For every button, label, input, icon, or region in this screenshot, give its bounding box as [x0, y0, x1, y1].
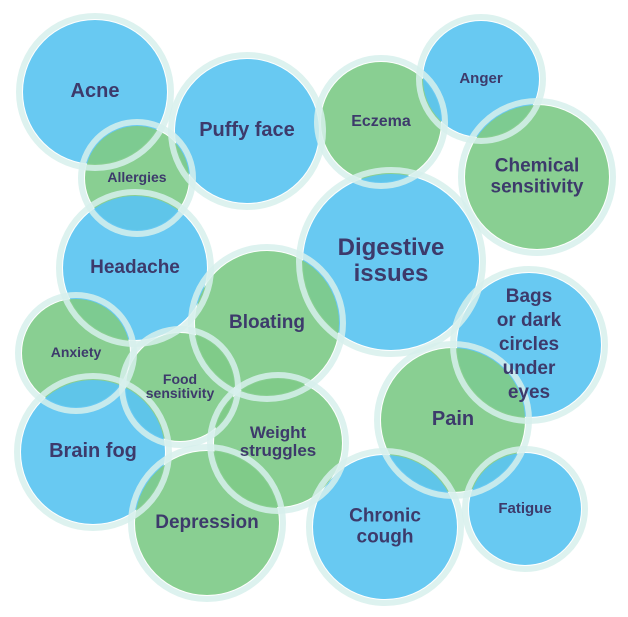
bubble-label-line: or dark [497, 310, 562, 331]
bubble-label-line: Fatigue [498, 500, 551, 517]
bubble-ring-allergies [78, 119, 196, 237]
bubble-ring-chronic-cough [306, 448, 464, 606]
bubble-label-allergies: Allergies [107, 169, 166, 185]
bubble-headache [63, 196, 207, 340]
bubble-digestive-issues [303, 174, 479, 350]
bubble-ring-bloating [188, 244, 346, 402]
bubble-label-bags-dark-circles: Bags or dark circles under eyes [497, 286, 562, 403]
bubble-label-anxiety: Anxiety [51, 344, 102, 360]
bubble-label-acne: Acne [71, 80, 120, 102]
bubble-label-line: Puffy face [199, 119, 295, 141]
bubble-label-puffy-face: Puffy face [199, 119, 295, 141]
bubble-label-line: Chronic [349, 506, 421, 527]
bubble-label-line: Bags [506, 286, 552, 307]
bubble-label-line: struggles [240, 441, 317, 460]
bubble-label-line: sensitivity [491, 177, 584, 198]
bubble-label-brain-fog: Brain fog [49, 440, 137, 462]
bubble-label-line: under [503, 358, 556, 379]
bubble-label-line: Chemical [495, 156, 579, 177]
bubble-label-line: Bloating [229, 312, 305, 333]
bubble-label-line: Brain fog [49, 440, 137, 462]
bubble-label-line: Depression [155, 512, 258, 533]
bubble-ring-anger [416, 14, 546, 144]
bubble-eczema [321, 62, 441, 182]
bubble-label-line: eyes [508, 382, 550, 403]
bubble-ring-digestive-issues [296, 167, 486, 357]
bubble-ring-depression [128, 444, 286, 602]
bubble-anxiety [22, 299, 130, 407]
bubble-label-pain: Pain [432, 408, 474, 430]
bubble-label-line: issues [354, 260, 429, 287]
bubble-label-line: circles [499, 334, 559, 355]
bubble-chemical-sensitivity [465, 105, 609, 249]
bubble-ring-acne [16, 13, 174, 171]
bubble-label-line: Eczema [351, 113, 411, 130]
bubble-label-line: Headache [90, 257, 180, 278]
bubble-label-bloating: Bloating [229, 312, 305, 333]
bubble-label-line: Acne [71, 80, 120, 102]
bubble-label-line: Food [163, 371, 197, 387]
bubble-puffy-face [175, 59, 319, 203]
bubble-ring-brain-fog [14, 373, 172, 531]
bubble-label-line: Allergies [107, 169, 166, 185]
bubble-label-headache: Headache [90, 257, 180, 278]
bubble-label-line: Anger [459, 70, 503, 87]
bubble-label-anger: Anger [459, 70, 503, 87]
bubble-ring-fatigue [462, 446, 588, 572]
bubble-depression [135, 451, 279, 595]
bubble-ring-weight-struggles [207, 372, 349, 514]
bubble-ring-eczema [314, 55, 448, 189]
bubble-label-line: Weight [250, 423, 307, 442]
overlap-rings [14, 13, 616, 606]
bubble-label-line: Pain [432, 408, 474, 430]
bubble-label-fatigue: Fatigue [498, 500, 551, 517]
bubble-circles [21, 20, 609, 599]
bubble-label-eczema: Eczema [351, 113, 411, 130]
bubble-label-depression: Depression [155, 512, 258, 533]
bubble-label-line: Digestive [338, 234, 445, 261]
bubble-label-line: cough [357, 527, 414, 548]
bubble-label-line: Anxiety [51, 344, 102, 360]
bubble-label-line: sensitivity [146, 385, 215, 401]
bubble-ring-chemical-sensitivity [458, 98, 616, 256]
